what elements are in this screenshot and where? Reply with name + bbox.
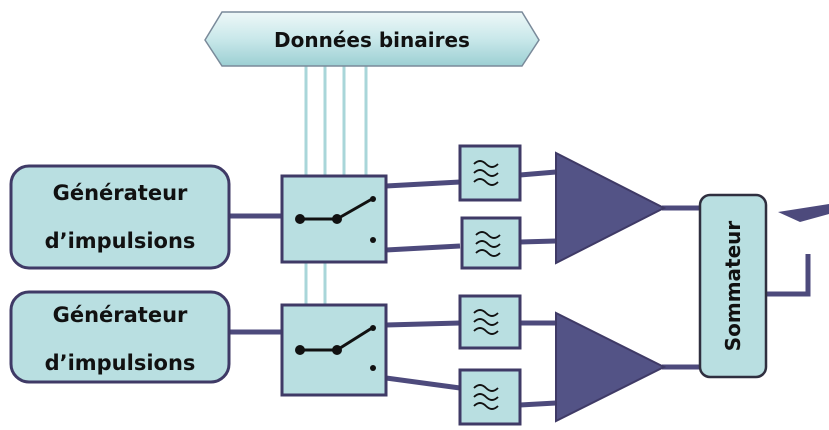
filter-wave-icon: [473, 160, 499, 186]
pulse-generator-2-line1: Générateur: [53, 303, 188, 327]
filter-wave-icon: [475, 231, 501, 257]
summer-block: Sommateur: [698, 193, 768, 379]
filter-block-1: [458, 144, 522, 202]
switch-icon: [295, 196, 376, 243]
switch-block-2: [280, 303, 388, 397]
switch-icon: [295, 325, 376, 371]
pulse-generator-1-line2: d’impulsions: [45, 229, 196, 253]
pulse-generator-1: Générateur d’impulsions: [9, 164, 231, 270]
data-bus: Données binaires: [204, 11, 540, 67]
pulse-generator-1-line1: Générateur: [53, 181, 188, 205]
summer-label: Sommateur: [721, 221, 745, 352]
pulse-generator-2: Générateur d’impulsions: [9, 290, 231, 384]
data-bus-label: Données binaires: [274, 28, 470, 52]
filter-block-3: [458, 294, 522, 350]
filter-block-4: [458, 368, 522, 426]
filter-wave-icon: [473, 384, 499, 410]
output-terminal-icon: [778, 204, 829, 222]
filter-wave-icon: [473, 309, 499, 335]
amplifier-triangle-icon: [555, 311, 667, 423]
filter-block-2: [460, 216, 522, 270]
amplifier-triangle-icon: [555, 151, 667, 265]
pulse-generator-2-line2: d’impulsions: [45, 351, 196, 375]
bus-control-lines: [304, 60, 368, 305]
switch-block-1: [280, 174, 388, 264]
signal-wires: [229, 169, 811, 408]
